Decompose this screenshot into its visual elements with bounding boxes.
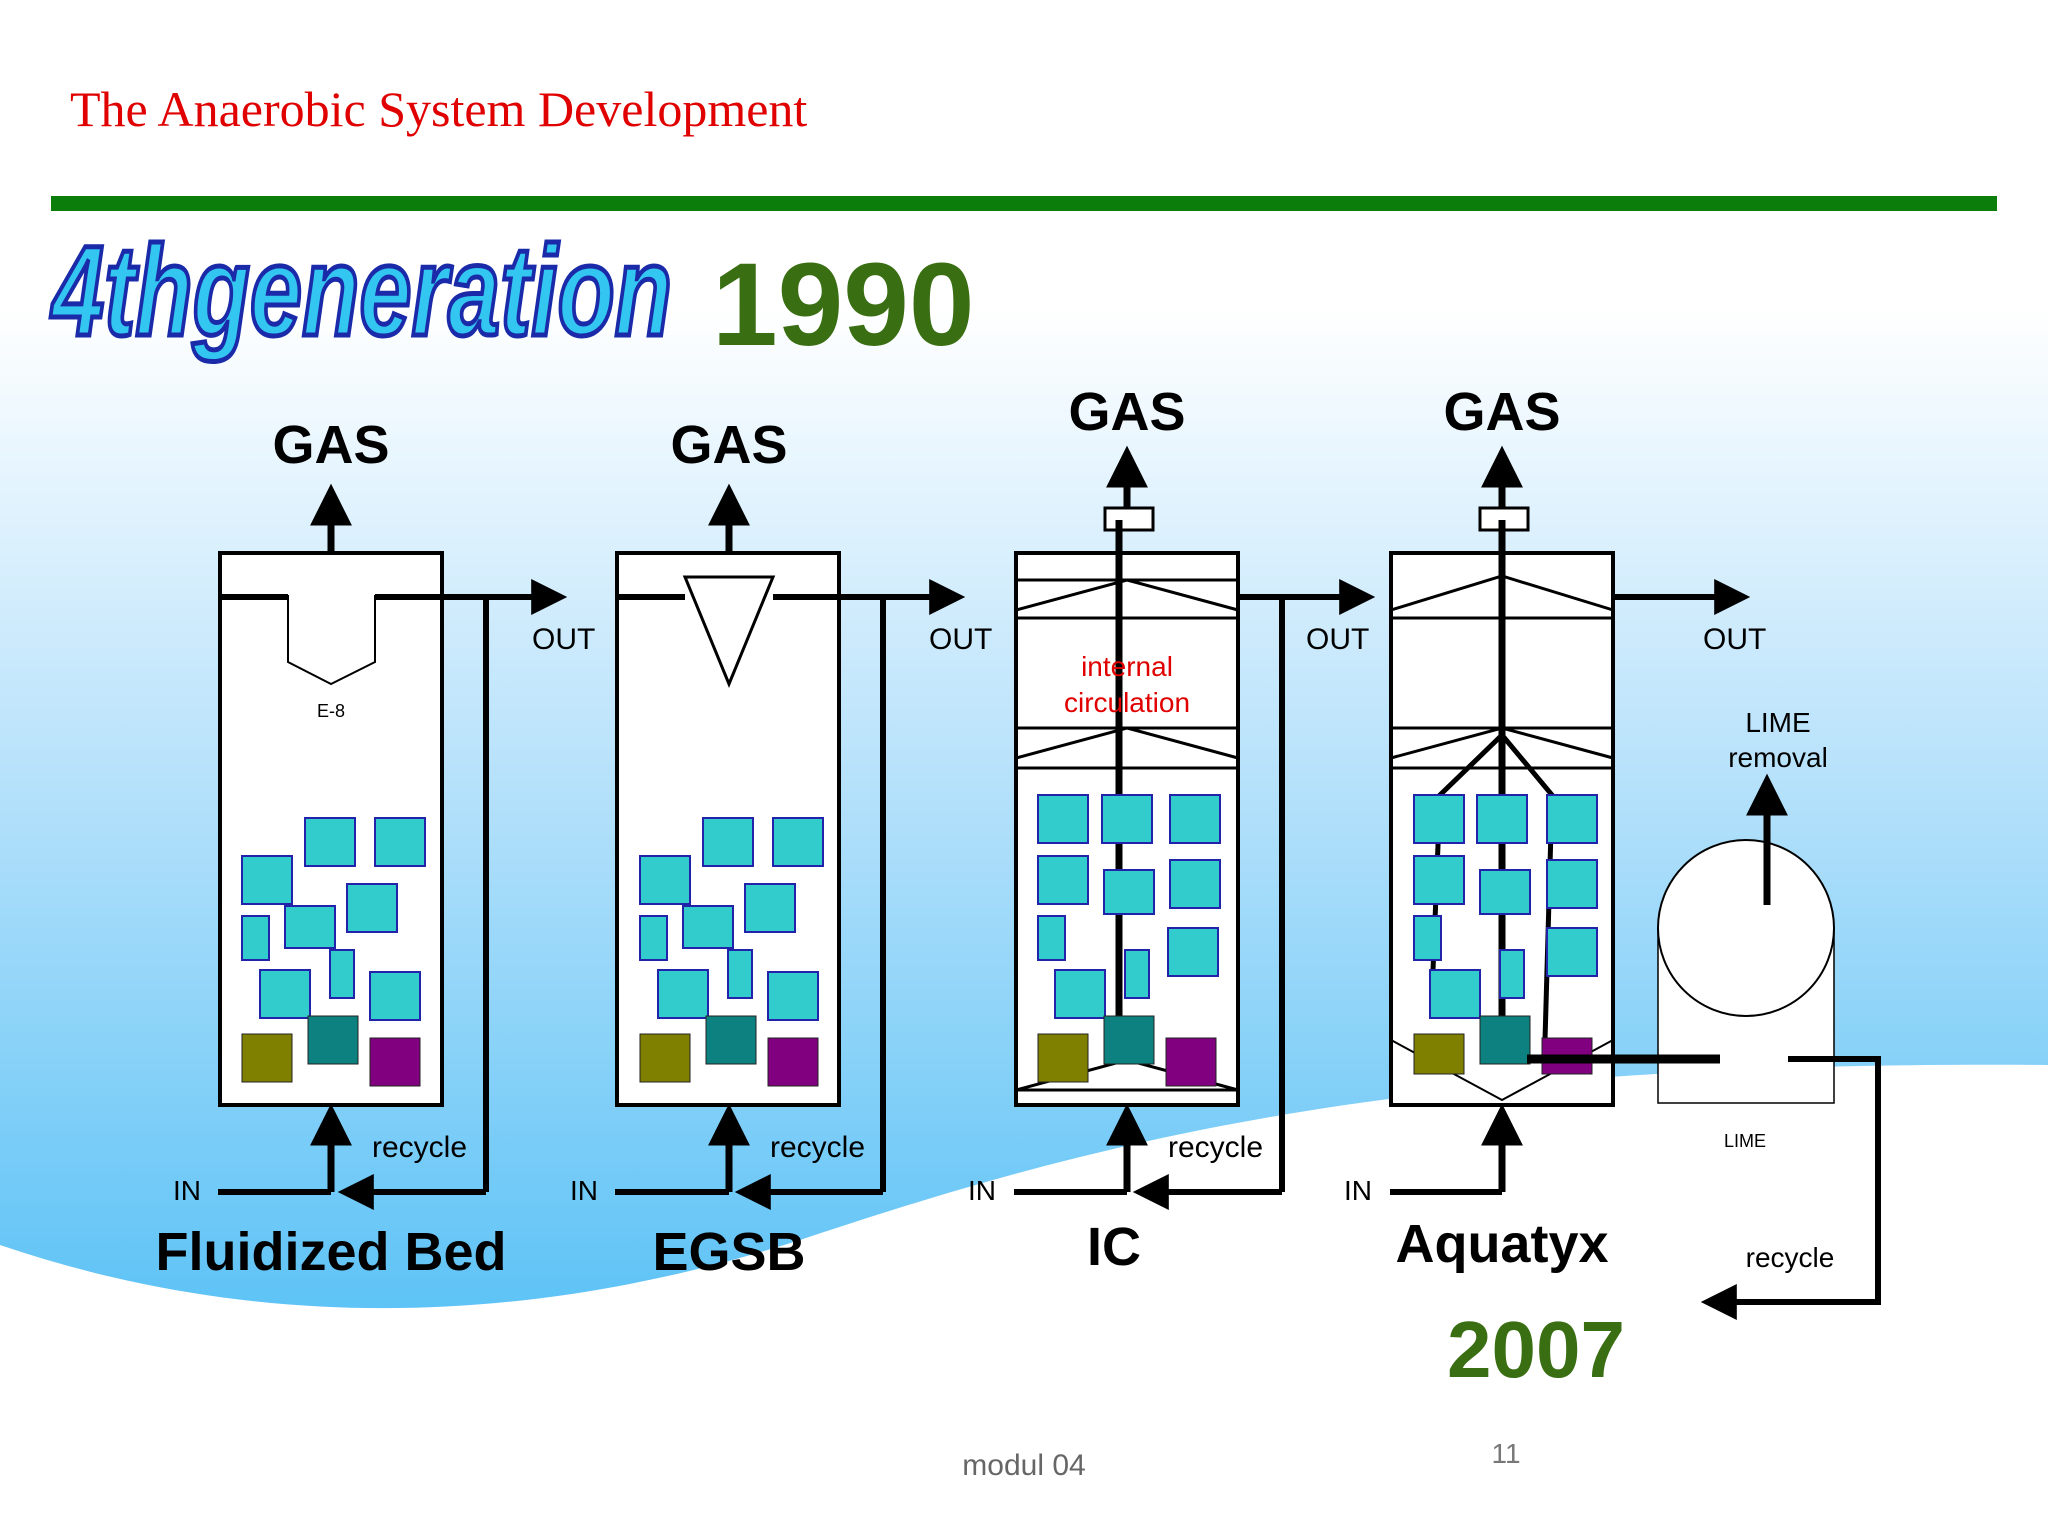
sludge-granules — [1413, 794, 1598, 1075]
sludge-granules — [639, 817, 824, 1087]
out-label: OUT — [929, 623, 992, 656]
lime-removal-unit: LIME removal LIME recycle — [1527, 707, 1881, 1320]
sludge-granules — [1037, 794, 1221, 1087]
recycle-return-line — [1700, 1056, 1881, 1320]
generation-wordart: 4thgeneration — [47, 218, 674, 366]
sludge-granules — [241, 817, 426, 1087]
in-label: IN — [968, 1175, 996, 1206]
separator-hood — [287, 595, 376, 686]
out-label: OUT — [1703, 623, 1766, 656]
gas-liquid-separator — [1103, 506, 1155, 532]
reactor-egsb: GAS OUT recycle IN EGSB — [570, 415, 992, 1282]
background-wave — [0, 1064, 2048, 1536]
reactor-name: EGSB — [652, 1222, 805, 1282]
lime-tank-label: LIME — [1724, 1131, 1766, 1151]
recycle-label: recycle — [372, 1131, 467, 1164]
reactor-ic: GAS OUT internal circulation recycle IN — [968, 382, 1376, 1277]
removal-label: removal — [1728, 742, 1828, 773]
gas-label: GAS — [670, 415, 787, 475]
inner-label: E-8 — [317, 701, 345, 721]
page-number: 11 — [1491, 1438, 1520, 1469]
in-label: IN — [570, 1175, 598, 1206]
reactor-name: Aquatyx — [1395, 1214, 1608, 1274]
reactor-name: IC — [1087, 1217, 1141, 1277]
internal-circulation-label: circulation — [1064, 687, 1190, 718]
title-rule — [51, 196, 1997, 211]
lime-recycle-label: recycle — [1746, 1242, 1835, 1273]
recycle-label: recycle — [1168, 1131, 1263, 1164]
year-end: 2007 — [1447, 1305, 1625, 1394]
gas-label: GAS — [272, 415, 389, 475]
out-label: OUT — [1306, 623, 1369, 656]
separator-cone — [682, 575, 776, 688]
gas-label: GAS — [1443, 382, 1560, 442]
upper-separator — [1015, 578, 1239, 612]
lower-separator — [1015, 726, 1239, 760]
reactor-fluidized-bed: GAS OUT E-8 recycle IN Fluidized Bed — [156, 415, 596, 1282]
recycle-label: recycle — [770, 1131, 865, 1164]
slide-title: The Anaerobic System Development — [70, 81, 807, 137]
reactor-name: Fluidized Bed — [156, 1222, 507, 1282]
year-start: 1990 — [712, 239, 975, 371]
in-label: IN — [173, 1175, 201, 1206]
svg-text:4thgeneration: 4thgeneration — [50, 220, 672, 363]
in-label: IN — [1344, 1175, 1372, 1206]
out-label: OUT — [532, 623, 595, 656]
gas-label: GAS — [1068, 382, 1185, 442]
lime-tank — [1657, 839, 1835, 1017]
lime-label: LIME — [1745, 707, 1810, 738]
internal-circulation-label: internal — [1081, 651, 1173, 682]
footer-text: modul 04 — [962, 1449, 1085, 1482]
reactor-aquatyx: GAS OUT IN A — [1344, 382, 1766, 1274]
